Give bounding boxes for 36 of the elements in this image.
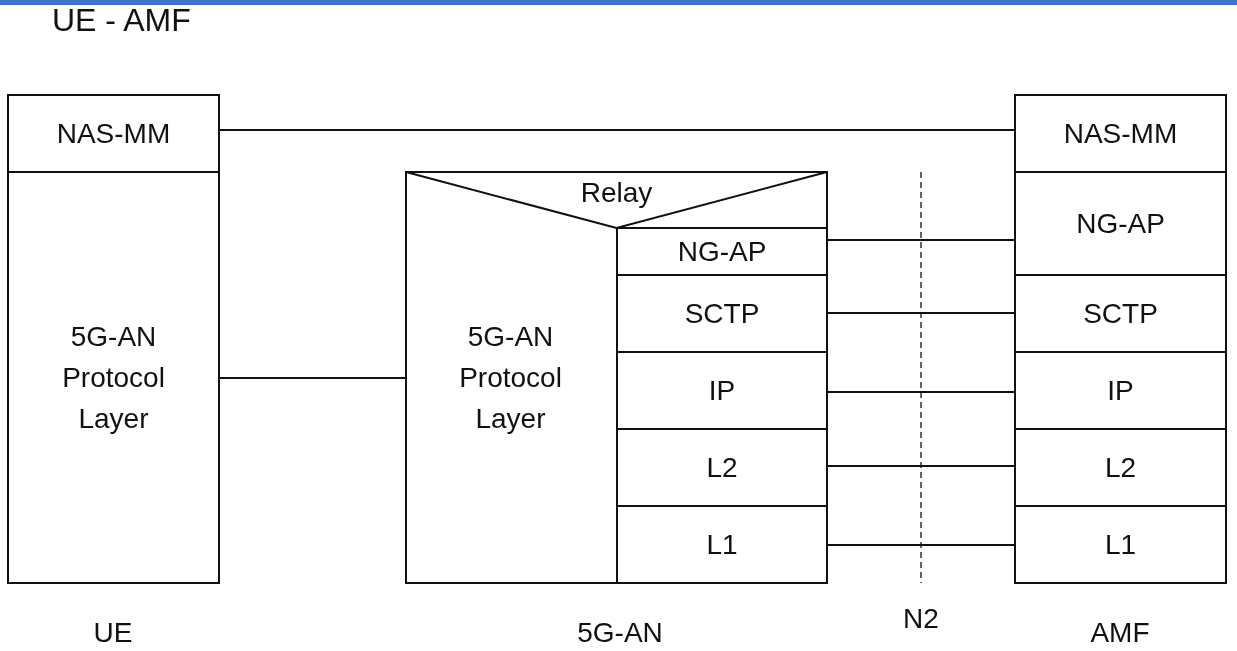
protocol-layer-box <box>7 171 220 584</box>
protocol-layer-box <box>1014 351 1227 430</box>
protocol-layer-box <box>1014 171 1227 276</box>
node-box <box>405 171 828 584</box>
protocol-layer-box <box>1014 94 1227 173</box>
entity-label: 5G-AN <box>577 617 663 649</box>
protocol-layer-box <box>1014 505 1227 584</box>
connector-line <box>827 465 1015 467</box>
reference-point-label: N2 <box>903 603 939 635</box>
layer-label: Relay <box>580 175 653 210</box>
entity-label: UE <box>93 617 133 649</box>
layer-label: L2 <box>1104 451 1137 485</box>
layer-label: NAS-MM <box>56 117 171 151</box>
connector-line <box>827 391 1015 393</box>
layer-label: NG-AP <box>677 235 767 269</box>
protocol-layer-box <box>7 94 220 173</box>
layer-label: L2 <box>706 451 738 485</box>
connector-line <box>219 377 406 379</box>
layer-label: L1 <box>706 528 738 562</box>
connector-line <box>827 239 1015 241</box>
protocol-layer-box <box>1014 428 1227 507</box>
protocol-layer-box <box>1014 274 1227 353</box>
layer-label: SCTP <box>684 297 760 331</box>
layer-label: NG-AP <box>1076 207 1165 241</box>
diagram-title: UE - AMF <box>52 2 191 38</box>
layer-label: IP <box>1107 374 1134 408</box>
layer-label: NAS-MM <box>1063 117 1178 151</box>
layer-label: IP <box>708 374 736 408</box>
connector-line <box>827 312 1015 314</box>
entity-label: AMF <box>1090 617 1150 649</box>
layer-label: 5G-AN Protocol Layer <box>61 320 166 436</box>
layer-label: SCTP <box>1083 297 1158 331</box>
layer-label: 5G-AN Protocol Layer <box>458 320 563 436</box>
layer-label: L1 <box>1104 528 1137 562</box>
connector-line <box>219 129 1015 131</box>
connector-line <box>827 544 1015 546</box>
